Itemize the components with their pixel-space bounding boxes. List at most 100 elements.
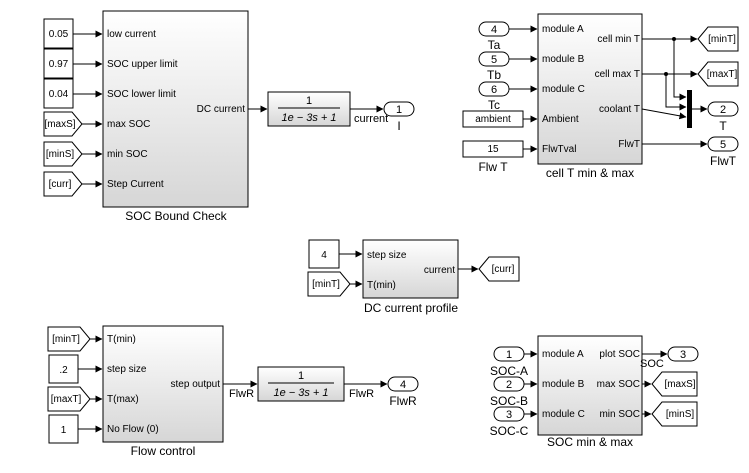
constant-soc-upper[interactable] — [43, 48, 74, 79]
inport-soc-a-number: 1 — [506, 349, 512, 361]
from-tag-maxt-flow-label: [maxT] — [51, 394, 82, 405]
inport-ta-label: Ta — [488, 38, 501, 52]
flow-control-block[interactable] — [102, 325, 224, 443]
cell-temp-input-label: module A — [542, 24, 584, 35]
inport-soc-b-number: 2 — [506, 379, 512, 391]
dc-profile-title: DC current profile — [364, 301, 458, 315]
mux-block[interactable] — [687, 90, 692, 128]
transfer-function-top-numerator: 1 — [306, 95, 312, 107]
outport-current-number: 1 — [396, 104, 402, 116]
inport-soc-c-number: 3 — [506, 409, 512, 421]
constant-no-flow-value: 1 — [61, 425, 67, 436]
dc-current-profile-block[interactable] — [362, 239, 459, 299]
soc-min-max-block[interactable] — [537, 335, 643, 436]
flow-control-input-label: T(min) — [107, 334, 136, 345]
constant-low-current[interactable] — [43, 18, 74, 49]
constant-flw-label: Flw T — [478, 160, 508, 174]
cell-temp-output-label: coolant T — [599, 104, 640, 115]
dc-profile-input-label: T(min) — [367, 280, 396, 291]
soc-block-output-label: max SOC — [597, 379, 640, 390]
soc-bound-check-input-label: SOC lower limit — [107, 89, 176, 100]
dc-current-profile-group: step size T(min) current DC current prof… — [307, 239, 520, 315]
soc-bound-check-output-label: DC current — [197, 104, 246, 115]
goto-tag-curr[interactable] — [478, 256, 520, 282]
soc-block-output-label: plot SOC — [599, 349, 640, 360]
outport-soc[interactable] — [667, 346, 699, 362]
constant-step-size[interactable] — [308, 239, 340, 269]
flow-control-title: Flow control — [131, 444, 196, 458]
inport-soc-c-label: SOC-C — [490, 424, 529, 438]
transfer-function-top-block[interactable] — [267, 91, 351, 127]
transfer-function-bottom-denominator: 1e − 3s + 1 — [273, 387, 328, 399]
transfer-function-top-denominator: 1e − 3s + 1 — [281, 112, 336, 124]
inport-tc-number: 6 — [491, 84, 497, 96]
outport-flwr[interactable] — [387, 376, 419, 392]
flow-control-input-label: T(max) — [107, 394, 139, 405]
soc-bound-check-block[interactable] — [102, 10, 249, 208]
constant-ambient-value: ambient — [475, 114, 511, 125]
transfer-function-bottom-numerator: 1 — [298, 370, 304, 382]
constant-flow-step-value: .2 — [59, 365, 68, 376]
wire — [673, 39, 687, 101]
from-tag-maxt-flow[interactable] — [47, 386, 91, 412]
outport-current[interactable] — [383, 101, 415, 117]
goto-tag-mins[interactable] — [651, 401, 698, 427]
outport-t-label: T — [719, 119, 727, 133]
transfer-function-bottom-block[interactable] — [257, 366, 345, 402]
inport-tc-label: Tc — [488, 98, 500, 112]
cell-temp-group: module A module B module C Ambient FlwTv… — [462, 13, 739, 180]
goto-tag-mins-label: [minS] — [666, 409, 695, 420]
cell-temp-input-label: module B — [542, 54, 585, 65]
soc-bound-check-title: SOC Bound Check — [125, 209, 227, 223]
from-tag-mint-flow[interactable] — [47, 326, 91, 352]
goto-tag-mint-label: [minT] — [708, 34, 736, 45]
outport-flwr-label: FlwR — [389, 394, 417, 408]
flow-control-input-label: No Flow (0) — [107, 424, 159, 435]
outport-flwr-number: 4 — [400, 379, 406, 391]
from-tag-mins-label: [minS] — [46, 149, 75, 160]
goto-tag-curr-label: [curr] — [492, 264, 515, 275]
cell-temp-output-label: cell max T — [595, 69, 640, 80]
from-tag-maxs[interactable] — [43, 111, 83, 137]
flwr-output-label: FlwR — [349, 388, 374, 400]
flwr-input-label: FlwR — [229, 388, 254, 400]
wire — [641, 108, 687, 120]
goto-tag-maxs[interactable] — [651, 371, 698, 397]
soc-bound-check-input-label: Step Current — [107, 179, 164, 190]
from-tag-curr[interactable] — [43, 171, 83, 197]
goto-tag-maxt[interactable] — [697, 61, 739, 87]
flow-control-output-label: step output — [171, 379, 221, 390]
soc-block-title: SOC min & max — [547, 435, 633, 449]
cell-temp-output-label: FlwT — [618, 139, 640, 150]
current-signal-label: current — [354, 113, 388, 125]
outport-flwt-label: FlwT — [710, 154, 737, 168]
soc-bound-check-input-label: low current — [107, 29, 156, 40]
constant-step-size-value: 4 — [321, 250, 327, 261]
goto-tag-maxs-label: [maxS] — [664, 379, 695, 390]
soc-block-output-label: min SOC — [599, 409, 640, 420]
cell-temp-input-label: Ambient — [542, 114, 579, 125]
constant-flw-value: 15 — [487, 144, 499, 155]
soc-signal-label: SOC — [640, 358, 664, 370]
soc-bound-check-input-label: min SOC — [107, 149, 148, 160]
flow-control-group: T(min) step size T(max) No Flow (0) step… — [47, 325, 419, 458]
from-tag-mint-flow-label: [minT] — [52, 334, 80, 345]
cell-temp-input-label: module C — [542, 84, 585, 95]
cell-temp-block[interactable] — [537, 13, 643, 165]
from-tag-mins[interactable] — [43, 141, 83, 167]
cell-temp-title: cell T min & max — [546, 166, 634, 180]
flow-control-input-label: step size — [107, 364, 147, 375]
from-tag-mint-dc[interactable] — [307, 271, 351, 297]
goto-tag-mint[interactable] — [697, 26, 739, 52]
from-tag-curr-label: [curr] — [49, 179, 72, 190]
soc-bound-check-group: low current SOC upper limit SOC lower li… — [43, 10, 249, 223]
outport-flwt[interactable] — [707, 136, 739, 152]
inport-ta-number: 4 — [491, 24, 497, 36]
soc-min-max-group: module A module B module C plot SOC max … — [490, 335, 699, 449]
wire — [665, 74, 687, 111]
outport-t[interactable] — [707, 101, 739, 117]
goto-tag-maxt-label: [maxT] — [707, 69, 738, 80]
constant-soc-lower-value: 0.04 — [49, 89, 69, 100]
soc-block-input-label: module C — [542, 409, 585, 420]
